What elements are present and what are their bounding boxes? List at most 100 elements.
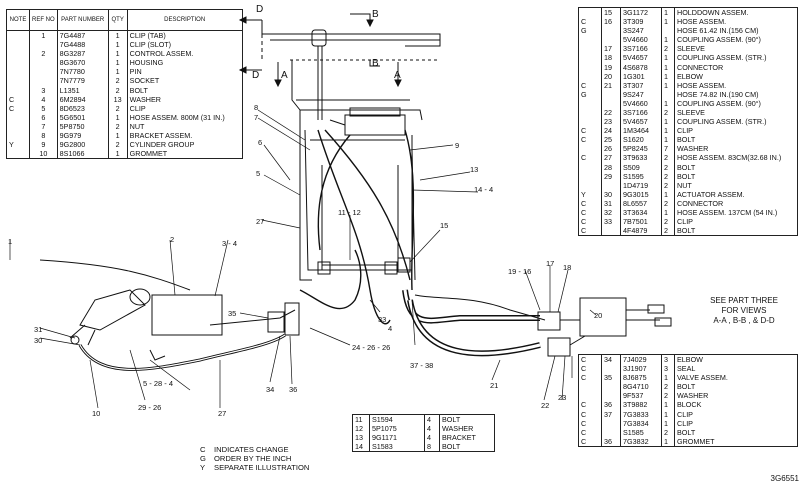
cell-qty: 2 <box>661 382 675 392</box>
cell-ref: 16 <box>601 17 621 27</box>
cell-qty: 1 <box>661 418 675 428</box>
cell-ref <box>29 76 58 86</box>
callout-23: 23 <box>558 393 566 402</box>
cell-qty: 2 <box>661 391 675 401</box>
cell-desc: HOSE ASSEM. 137CM (54 IN.) <box>674 208 797 218</box>
cell-qty: 1 <box>107 67 128 77</box>
callout-6: 6 <box>258 138 262 147</box>
cell-note: G <box>581 89 587 99</box>
cell-ref <box>601 180 621 190</box>
cell-note: C <box>581 153 587 163</box>
cell-qty: 1 <box>107 112 128 122</box>
cell-note: G <box>581 26 587 36</box>
cell-note: C <box>9 94 15 104</box>
cell-desc: NUT <box>126 121 242 132</box>
cell-desc: BOLT <box>674 382 797 392</box>
cell-qty: 2 <box>661 198 675 209</box>
cell-ref <box>29 67 58 77</box>
cell-ref: 8 <box>29 131 58 141</box>
cell-note: C <box>581 364 587 374</box>
cell-qty: 1 <box>107 131 128 141</box>
cell-desc: VALVE ASSEM. <box>674 373 797 383</box>
cell-part: 5V4657 <box>620 53 662 63</box>
frame-structure <box>261 20 441 281</box>
cell-part: 9S247 <box>620 89 662 99</box>
hose-lines <box>299 129 415 325</box>
callout-20: 20 <box>594 311 602 320</box>
cell-ref: 18 <box>601 53 621 63</box>
cell-part: S1594 <box>369 415 425 425</box>
long-hoses <box>402 289 672 357</box>
leader-lines <box>9 109 597 409</box>
callout-29: 29 - 26 <box>138 403 161 412</box>
cell-qty: 1 <box>661 135 675 145</box>
cell-qty: 1 <box>661 208 675 218</box>
cell-ref: 7 <box>29 121 58 132</box>
figure-number: 3G6551 <box>770 474 799 483</box>
cell-qty: 1 <box>661 35 675 45</box>
cell-desc: SLEEVE <box>674 108 797 118</box>
cell-ref: 15 <box>601 8 621 18</box>
cell-ref: 5 <box>29 103 58 113</box>
cell-ref: 20 <box>601 71 621 81</box>
cell-desc: HOUSING <box>126 58 242 68</box>
cell-part: 8S1066 <box>56 149 109 159</box>
cell-ref: 10 <box>29 149 58 159</box>
cell-part: 7G4488 <box>56 40 109 50</box>
cell-ref <box>601 226 621 236</box>
cell-desc: BOLT <box>439 442 494 452</box>
cell-qty: 2 <box>661 171 675 181</box>
cell-note: C <box>581 418 587 428</box>
cell-part: 9G979 <box>56 131 109 141</box>
cell-part: 7G3832 <box>620 436 662 446</box>
cell-qty: 1 <box>661 62 675 72</box>
cell-note: C <box>581 373 587 383</box>
cell-desc: CLIP <box>674 126 797 136</box>
cell-qty: 1 <box>661 117 675 127</box>
cell-desc: CLIP <box>674 418 797 428</box>
callout-36: 36 <box>289 385 297 394</box>
cell-ref: 6 <box>29 112 58 122</box>
cell-qty: 1 <box>661 53 675 63</box>
cell-note: C <box>581 80 587 90</box>
cell-ref: 36 <box>601 436 621 446</box>
cell-qty: 1 <box>107 149 128 159</box>
cell-desc: SLEEVE <box>674 44 797 54</box>
cell-part: 3S7166 <box>620 108 662 118</box>
cylinder-group <box>311 29 406 136</box>
section-arrows <box>238 13 402 88</box>
cell-desc: HOSE ASSEM. 800M (31 IN.) <box>126 112 242 122</box>
left-parts-table: NOTE REF NO PART NUMBER QTY DESCRIPTION … <box>6 9 243 160</box>
cell-qty: 1 <box>661 400 675 410</box>
cell-qty: 2 <box>107 103 128 113</box>
cell-qty: 2 <box>661 108 675 118</box>
cell-part: S1583 <box>369 442 425 452</box>
cell-part: 8J6875 <box>620 373 662 383</box>
cell-part: 3J1907 <box>620 364 662 374</box>
cell-part: 9F537 <box>620 391 662 401</box>
callout-labels: 1 2 3 - 4 5 6 7 8 9 10 11 - 12 13 14 - 4… <box>8 4 602 418</box>
cell-qty: 2 <box>661 427 675 437</box>
cell-desc: NUT <box>674 180 797 190</box>
cell-part: 4F4879 <box>620 226 662 236</box>
cell-ref: 36 <box>601 400 621 410</box>
cell-qty: 1 <box>661 189 675 199</box>
callout-30: 30 <box>34 336 42 345</box>
cell-qty: 8 <box>424 442 440 452</box>
cell-ref: 23 <box>601 117 621 127</box>
cell-desc: BOLT <box>674 427 797 437</box>
cell-qty: 1 <box>661 8 675 18</box>
cell-ref <box>601 382 621 392</box>
cell-desc: CONNECTOR <box>674 62 797 72</box>
